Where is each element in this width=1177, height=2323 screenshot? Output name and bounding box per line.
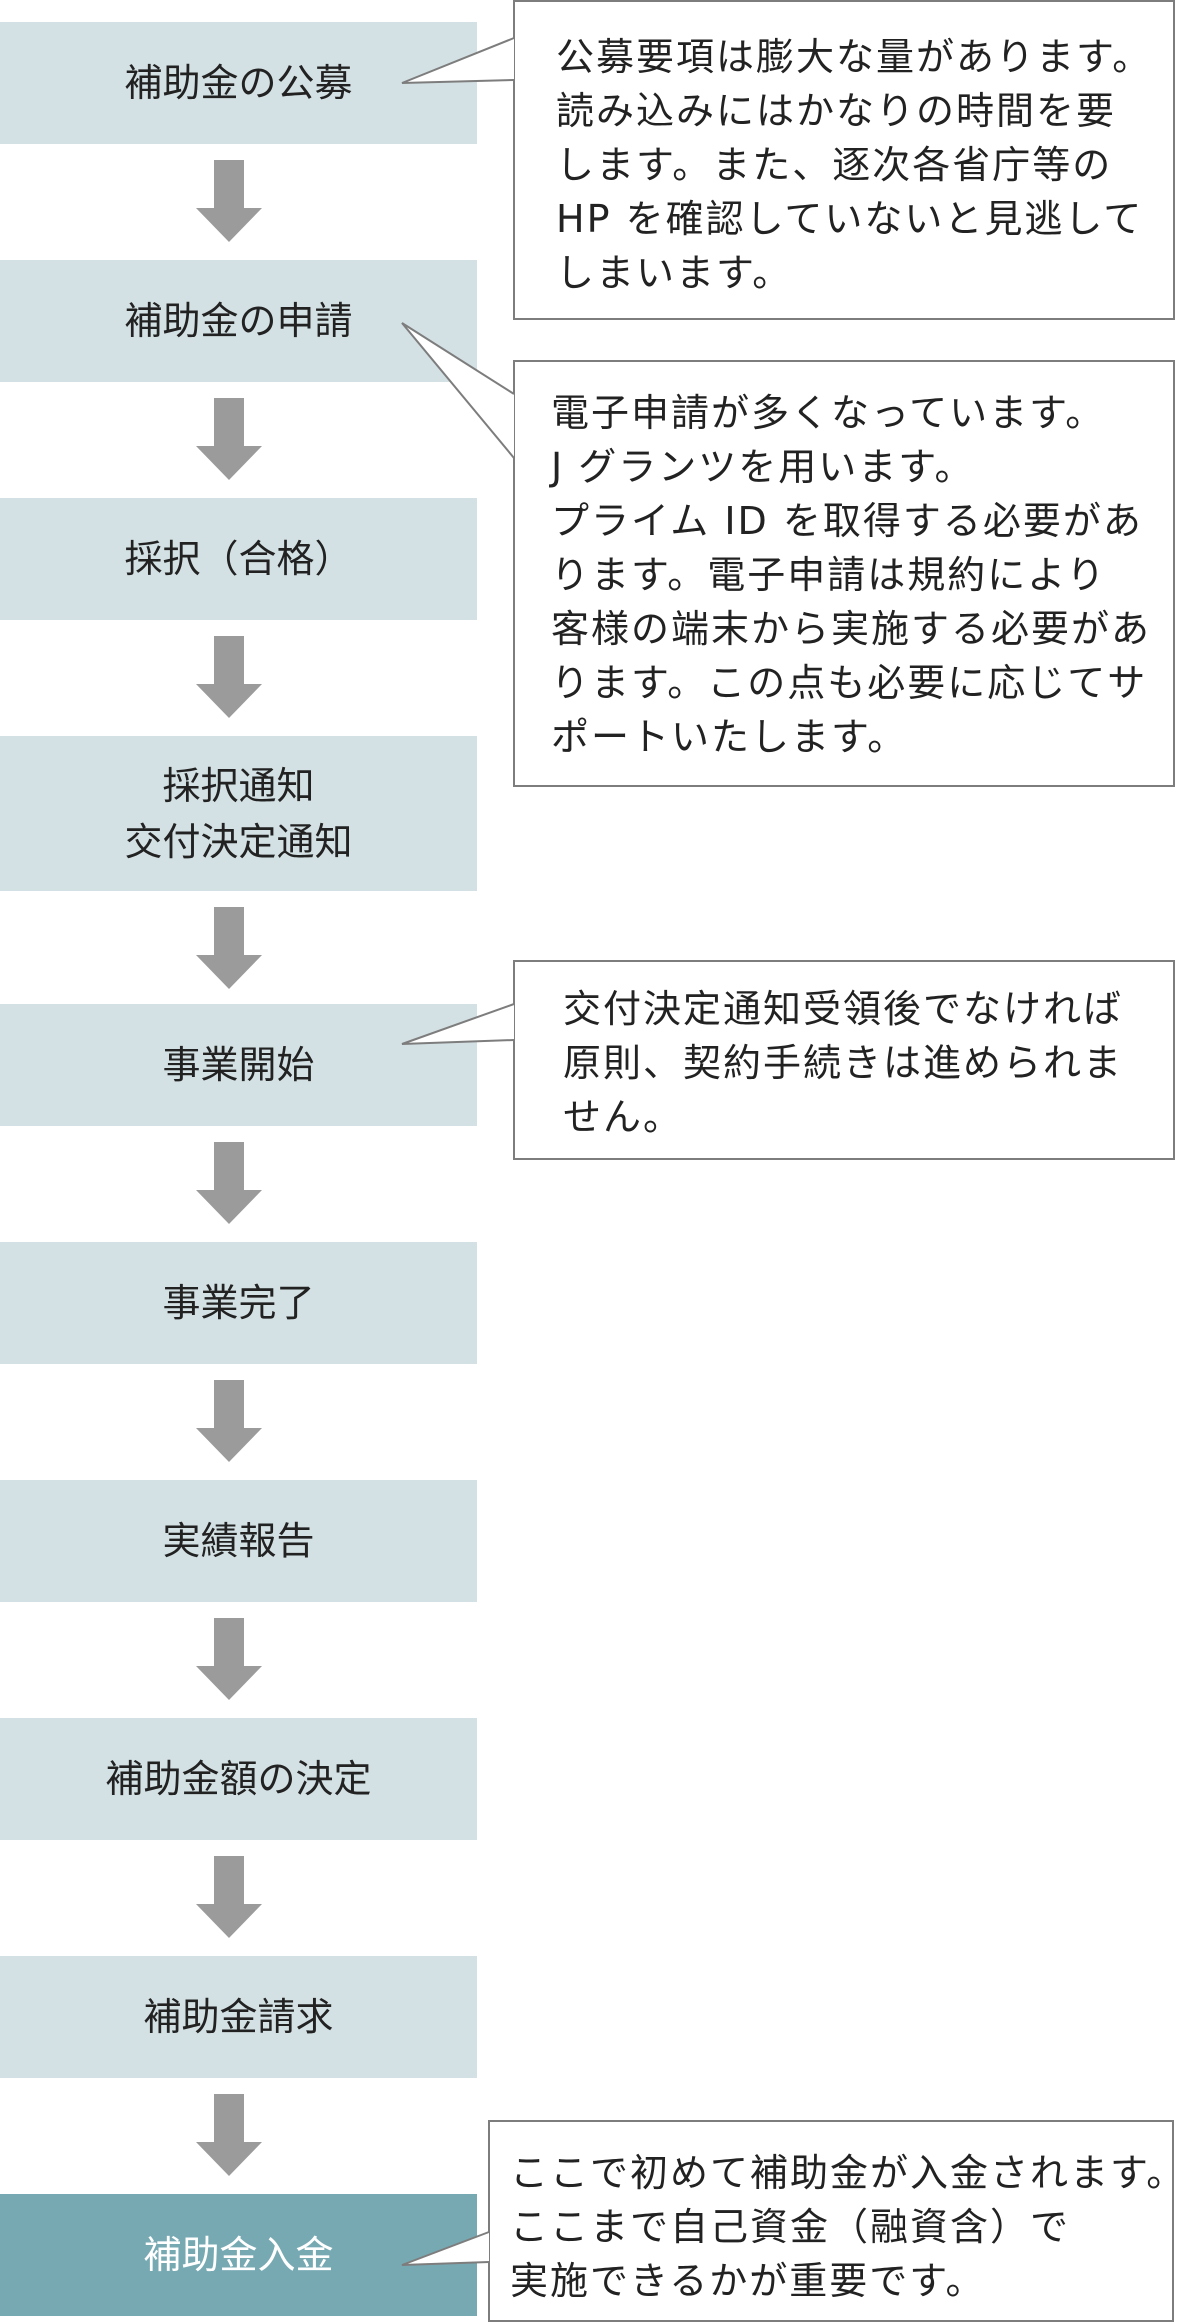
callout-line: ります。電子申請は規約により [551,553,1107,597]
step-project-start: 事業開始 [0,1004,477,1126]
callout-payment-note: ここで初めて補助金が入金されます。 ここまで自己資金（融資含）で 実施できるかが… [488,2120,1177,2322]
callout-project-start-note: 交付決定通知受領後でなければ 原則、契約手続きは進められま せん。 [513,960,1175,1160]
step-subsidy-payment: 補助金入金 [0,2194,477,2316]
step-results-report: 実績報告 [0,1480,477,1602]
down-arrow-icon [196,636,262,718]
callout-line: します。また、逐次各省庁等の [556,143,1113,187]
callout-line: HP を確認していないと見逃して [556,197,1144,241]
callout-line: 実施できるかが重要です。 [510,2259,986,2303]
callout-line: 交付決定通知受領後でなければ [563,987,1124,1031]
down-arrow-icon [196,1142,262,1224]
step-selection: 採択（合格） [0,498,477,620]
step-subsidy-call: 補助金の公募 [0,22,477,144]
callout-line: 読み込みにはかなりの時間を要 [556,89,1117,133]
step-label-line-2: 交付決定通知 [124,819,353,864]
callout-line: ここで初めて補助金が入金されます。 [510,2151,1177,2195]
step-label: 補助金請求 [143,1995,334,2039]
step-label-line-1: 採択通知 [162,763,315,808]
step-label: 補助金の公募 [124,61,353,105]
callout-line: 公募要項は膨大な量があります。 [556,35,1153,79]
down-arrow-icon [196,1380,262,1462]
callout-line: プライム ID を取得する必要があ [551,499,1143,543]
callout-line: 客様の端末から実施する必要があ [551,607,1152,651]
callout-subsidy-call-note: 公募要項は膨大な量があります。 読み込みにはかなりの時間を要 します。また、逐次… [513,0,1175,320]
callout-application-note: 電子申請が多くなっています。 J グランツを用います。 プライム ID を取得す… [513,360,1175,787]
step-label: 補助金額の決定 [105,1757,372,1801]
step-label: 採択（合格） [124,537,353,581]
callout-line: せん。 [563,1095,684,1139]
step-label: 補助金の申請 [124,299,353,343]
step-selection-grant-notice: 採択通知 交付決定通知 [0,736,477,891]
callout-line: ここまで自己資金（融資含）で [510,2205,1071,2249]
down-arrow-icon [196,1856,262,1938]
callout-line: ポートいたします。 [551,715,908,759]
down-arrow-icon [196,2094,262,2176]
callout-line: 電子申請が多くなっています。 [551,391,1106,435]
step-project-completion: 事業完了 [0,1242,477,1364]
down-arrow-icon [196,907,262,989]
down-arrow-icon [196,1618,262,1700]
callout-line: ります。この点も必要に応じてサ [551,661,1148,705]
step-label: 実績報告 [162,1519,315,1563]
step-label: 事業完了 [162,1281,315,1325]
callout-line: J グランツを用います。 [551,445,975,489]
step-amount-decision: 補助金額の決定 [0,1718,477,1840]
callout-line: しまいます。 [556,251,793,295]
step-label: 事業開始 [162,1043,315,1087]
down-arrow-icon [196,398,262,480]
down-arrow-icon [196,160,262,242]
step-subsidy-claim: 補助金請求 [0,1956,477,2078]
step-label: 補助金入金 [143,2233,334,2277]
step-subsidy-application: 補助金の申請 [0,260,477,382]
callout-line: 原則、契約手続きは進められま [563,1041,1124,1085]
